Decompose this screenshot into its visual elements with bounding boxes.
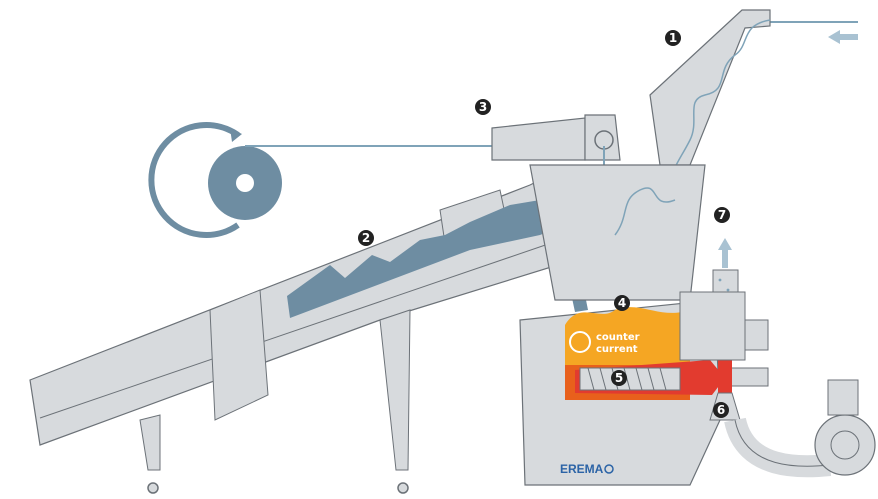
badge-line-1: counter xyxy=(596,332,640,343)
marker-7: 7 xyxy=(714,207,730,223)
marker-5-label: 5 xyxy=(615,371,623,385)
badge-line-2: current xyxy=(596,344,638,355)
marker-4: 4 xyxy=(614,295,630,311)
marker-6-label: 6 xyxy=(717,403,725,417)
caster-wheel-right xyxy=(398,483,408,493)
marker-3: 3 xyxy=(475,99,491,115)
marker-2: 2 xyxy=(358,230,374,246)
brand-name: EREMA xyxy=(560,462,604,476)
extruder-screw xyxy=(565,360,768,400)
marker-4-label: 4 xyxy=(618,296,626,310)
marker-1: 1 xyxy=(665,30,681,46)
output-arrow xyxy=(718,238,732,268)
marker-7-label: 7 xyxy=(718,208,726,222)
marker-1-label: 1 xyxy=(669,31,677,45)
marker-6: 6 xyxy=(713,402,729,418)
caster-wheel-left xyxy=(148,483,158,493)
feed-direction-arrow xyxy=(770,22,858,44)
marker-2-label: 2 xyxy=(362,231,370,245)
marker-5: 5 xyxy=(611,370,627,386)
marker-3-label: 3 xyxy=(479,100,487,114)
